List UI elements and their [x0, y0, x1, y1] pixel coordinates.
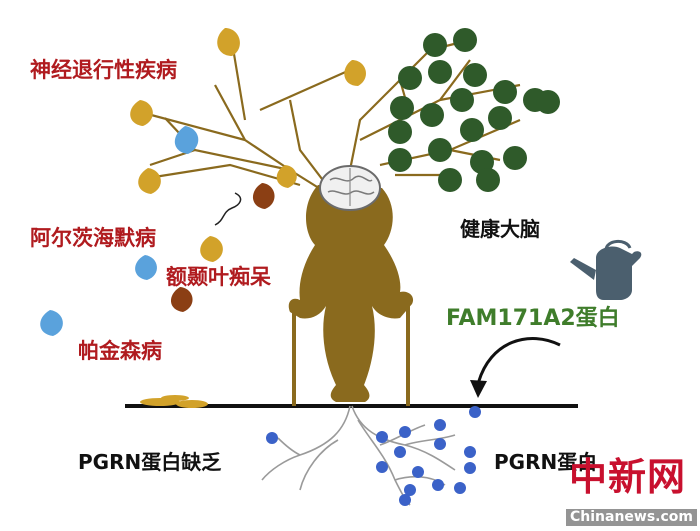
elderly-figure	[288, 185, 414, 406]
gold-leaves	[130, 28, 366, 262]
label-fam171a2: FAM171A2蛋白	[446, 306, 620, 331]
label-pgrn-deficit: PGRN蛋白缺乏	[78, 450, 222, 474]
label-neurodegenerative: 神经退行性疾病	[30, 58, 177, 82]
watermark-site: Chinanews.com	[566, 509, 698, 527]
brain-icon	[319, 165, 381, 211]
watermark-logo: 中新网	[569, 454, 687, 499]
pgrn-protein-dots	[266, 406, 481, 506]
arrow-icon	[470, 336, 561, 398]
watering-can-icon	[570, 240, 642, 300]
blue-leaves	[40, 126, 199, 336]
label-alzheimer: 阿尔茨海默病	[30, 226, 156, 250]
label-healthy-brain: 健康大脑	[460, 217, 540, 241]
brown-leaves	[170, 183, 275, 312]
roots	[261, 405, 456, 506]
label-pgrn: PGRN蛋白	[494, 450, 598, 474]
fallen-leaves	[140, 395, 208, 408]
falling-trail	[214, 192, 242, 226]
label-ftd: 额颞叶痴呆	[166, 265, 271, 289]
label-parkinson: 帕金森病	[78, 339, 162, 363]
green-leaves	[388, 28, 560, 192]
